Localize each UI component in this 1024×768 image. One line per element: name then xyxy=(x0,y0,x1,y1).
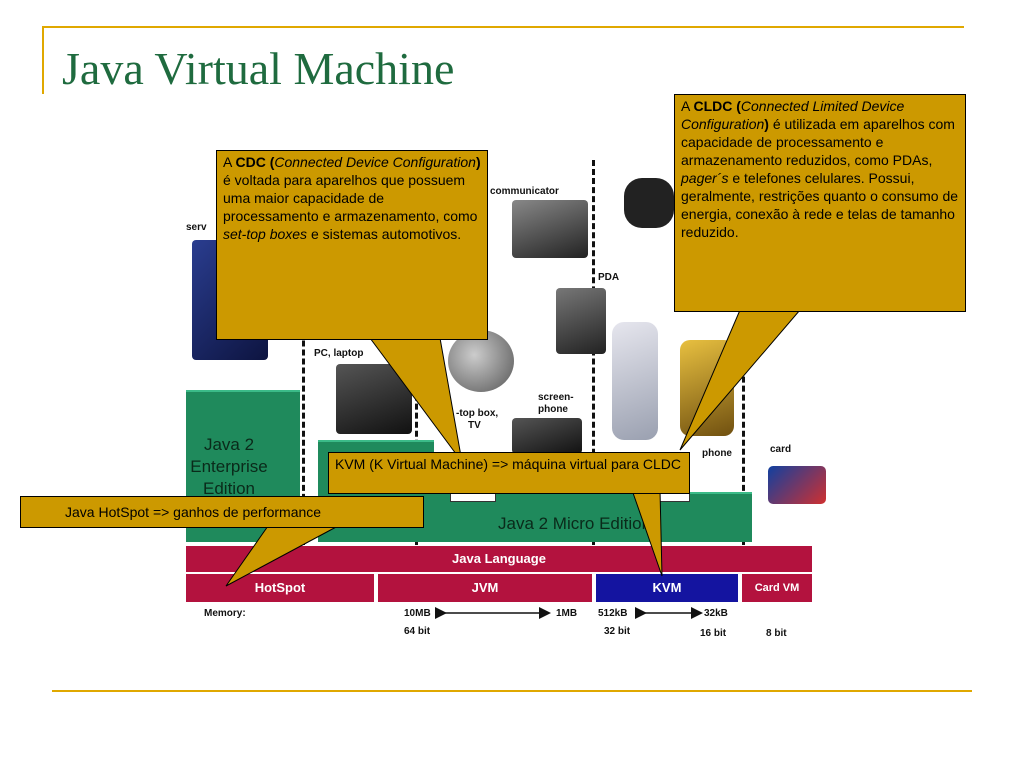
memory-64bit: 64 bit xyxy=(404,626,431,637)
kvm-callout: KVM (K Virtual Machine) => máquina virtu… xyxy=(328,452,690,494)
settop-dish-image xyxy=(448,330,514,392)
kvm-callout-text: KVM (K Virtual Machine) => máquina virtu… xyxy=(335,456,682,472)
j2ee-label-line1: Java 2 xyxy=(203,435,255,454)
hotspot-callout-pointer xyxy=(225,525,339,587)
j2ee-label-line2: Enterprise xyxy=(190,457,268,476)
memory-label: Memory: xyxy=(204,608,246,619)
screenphone-image xyxy=(512,418,582,454)
hotspot-bar: HotSpot xyxy=(186,574,374,602)
top-accent-line xyxy=(42,26,964,28)
memory-8bit: 8 bit xyxy=(766,628,787,639)
settop-label-line2: TV xyxy=(468,420,481,431)
j2ee-label: Java 2 Enterprise Edition xyxy=(186,434,272,500)
screenphone-label-line1: screen- xyxy=(538,392,574,403)
kvm-bar: KVM xyxy=(596,574,738,602)
cdc-callout-body: é voltada para aparelhos que possuem uma… xyxy=(223,172,478,224)
cdc-callout-prefix: A xyxy=(223,154,236,170)
hotspot-callout-text: Java HotSpot => ganhos de performance xyxy=(65,504,322,520)
memory-16bit: 16 bit xyxy=(700,628,727,639)
pager-image xyxy=(624,178,674,228)
left-accent-line xyxy=(42,26,44,94)
cldc-callout-end: e telefones celulares. Possui, geralment… xyxy=(681,170,959,240)
server-label: serv xyxy=(186,222,207,233)
memory-1mb: 1MB xyxy=(556,608,578,619)
phone-label: phone xyxy=(702,448,732,459)
communicator-image xyxy=(512,200,588,258)
hotspot-callout: Java HotSpot => ganhos de performance xyxy=(20,496,424,528)
cardvm-bar: Card VM xyxy=(742,574,812,602)
cldc-callout-paren: ) xyxy=(764,116,769,132)
memory-10mb: 10MB xyxy=(404,608,431,619)
cldc-callout-prefix: A xyxy=(681,98,694,114)
pda-image xyxy=(556,288,606,354)
separator-dashed-1 xyxy=(302,160,305,545)
slide-title: Java Virtual Machine xyxy=(62,43,455,94)
kvm-callout-pointer xyxy=(631,489,663,577)
screenphone-label-line2: phone xyxy=(538,404,568,415)
mobile-phone-image xyxy=(612,322,658,440)
jvm-bar: JVM xyxy=(378,574,592,602)
cldc-callout-expansion: Connected Limited Device Configuration xyxy=(681,98,905,132)
cldc-callout: A CLDC (Connected Limited Device Configu… xyxy=(674,94,966,312)
settop-label-line1: -top box, xyxy=(456,408,499,419)
card-label: card xyxy=(770,444,792,455)
cdc-callout-acronym: CDC ( xyxy=(235,154,275,170)
cldc-callout-pointer xyxy=(679,309,802,451)
memory-32bit: 32 bit xyxy=(604,626,631,637)
j2ee-label-line3: Edition xyxy=(203,479,255,498)
cdc-callout: A CDC (Connected Device Configuration) é… xyxy=(216,150,488,340)
smart-card-image xyxy=(768,466,826,504)
memory-32kb: 32kB xyxy=(704,608,728,619)
j2me-label: Java 2 Micro Edition xyxy=(498,514,652,533)
pc-laptop-label: PC, laptop xyxy=(314,348,364,359)
cdc-callout-end: e sistemas automotivos. xyxy=(307,226,462,242)
pda-label: PDA xyxy=(598,272,620,283)
bottom-accent-line xyxy=(52,690,972,692)
cdc-callout-pointer xyxy=(369,337,463,463)
memory-512kb: 512kB xyxy=(598,608,628,619)
communicator-label: communicator xyxy=(490,186,559,197)
cldc-callout-pagers: pager´s xyxy=(681,170,729,186)
cldc-callout-acronym: CLDC ( xyxy=(693,98,741,114)
cldc-callout-body: é utilizada em aparelhos com capacidade … xyxy=(681,116,955,168)
cdc-callout-paren: ) xyxy=(475,154,481,170)
cdc-callout-settop: set-top boxes xyxy=(223,226,308,242)
cdc-callout-expansion: Connected Device Configuration xyxy=(274,154,476,170)
